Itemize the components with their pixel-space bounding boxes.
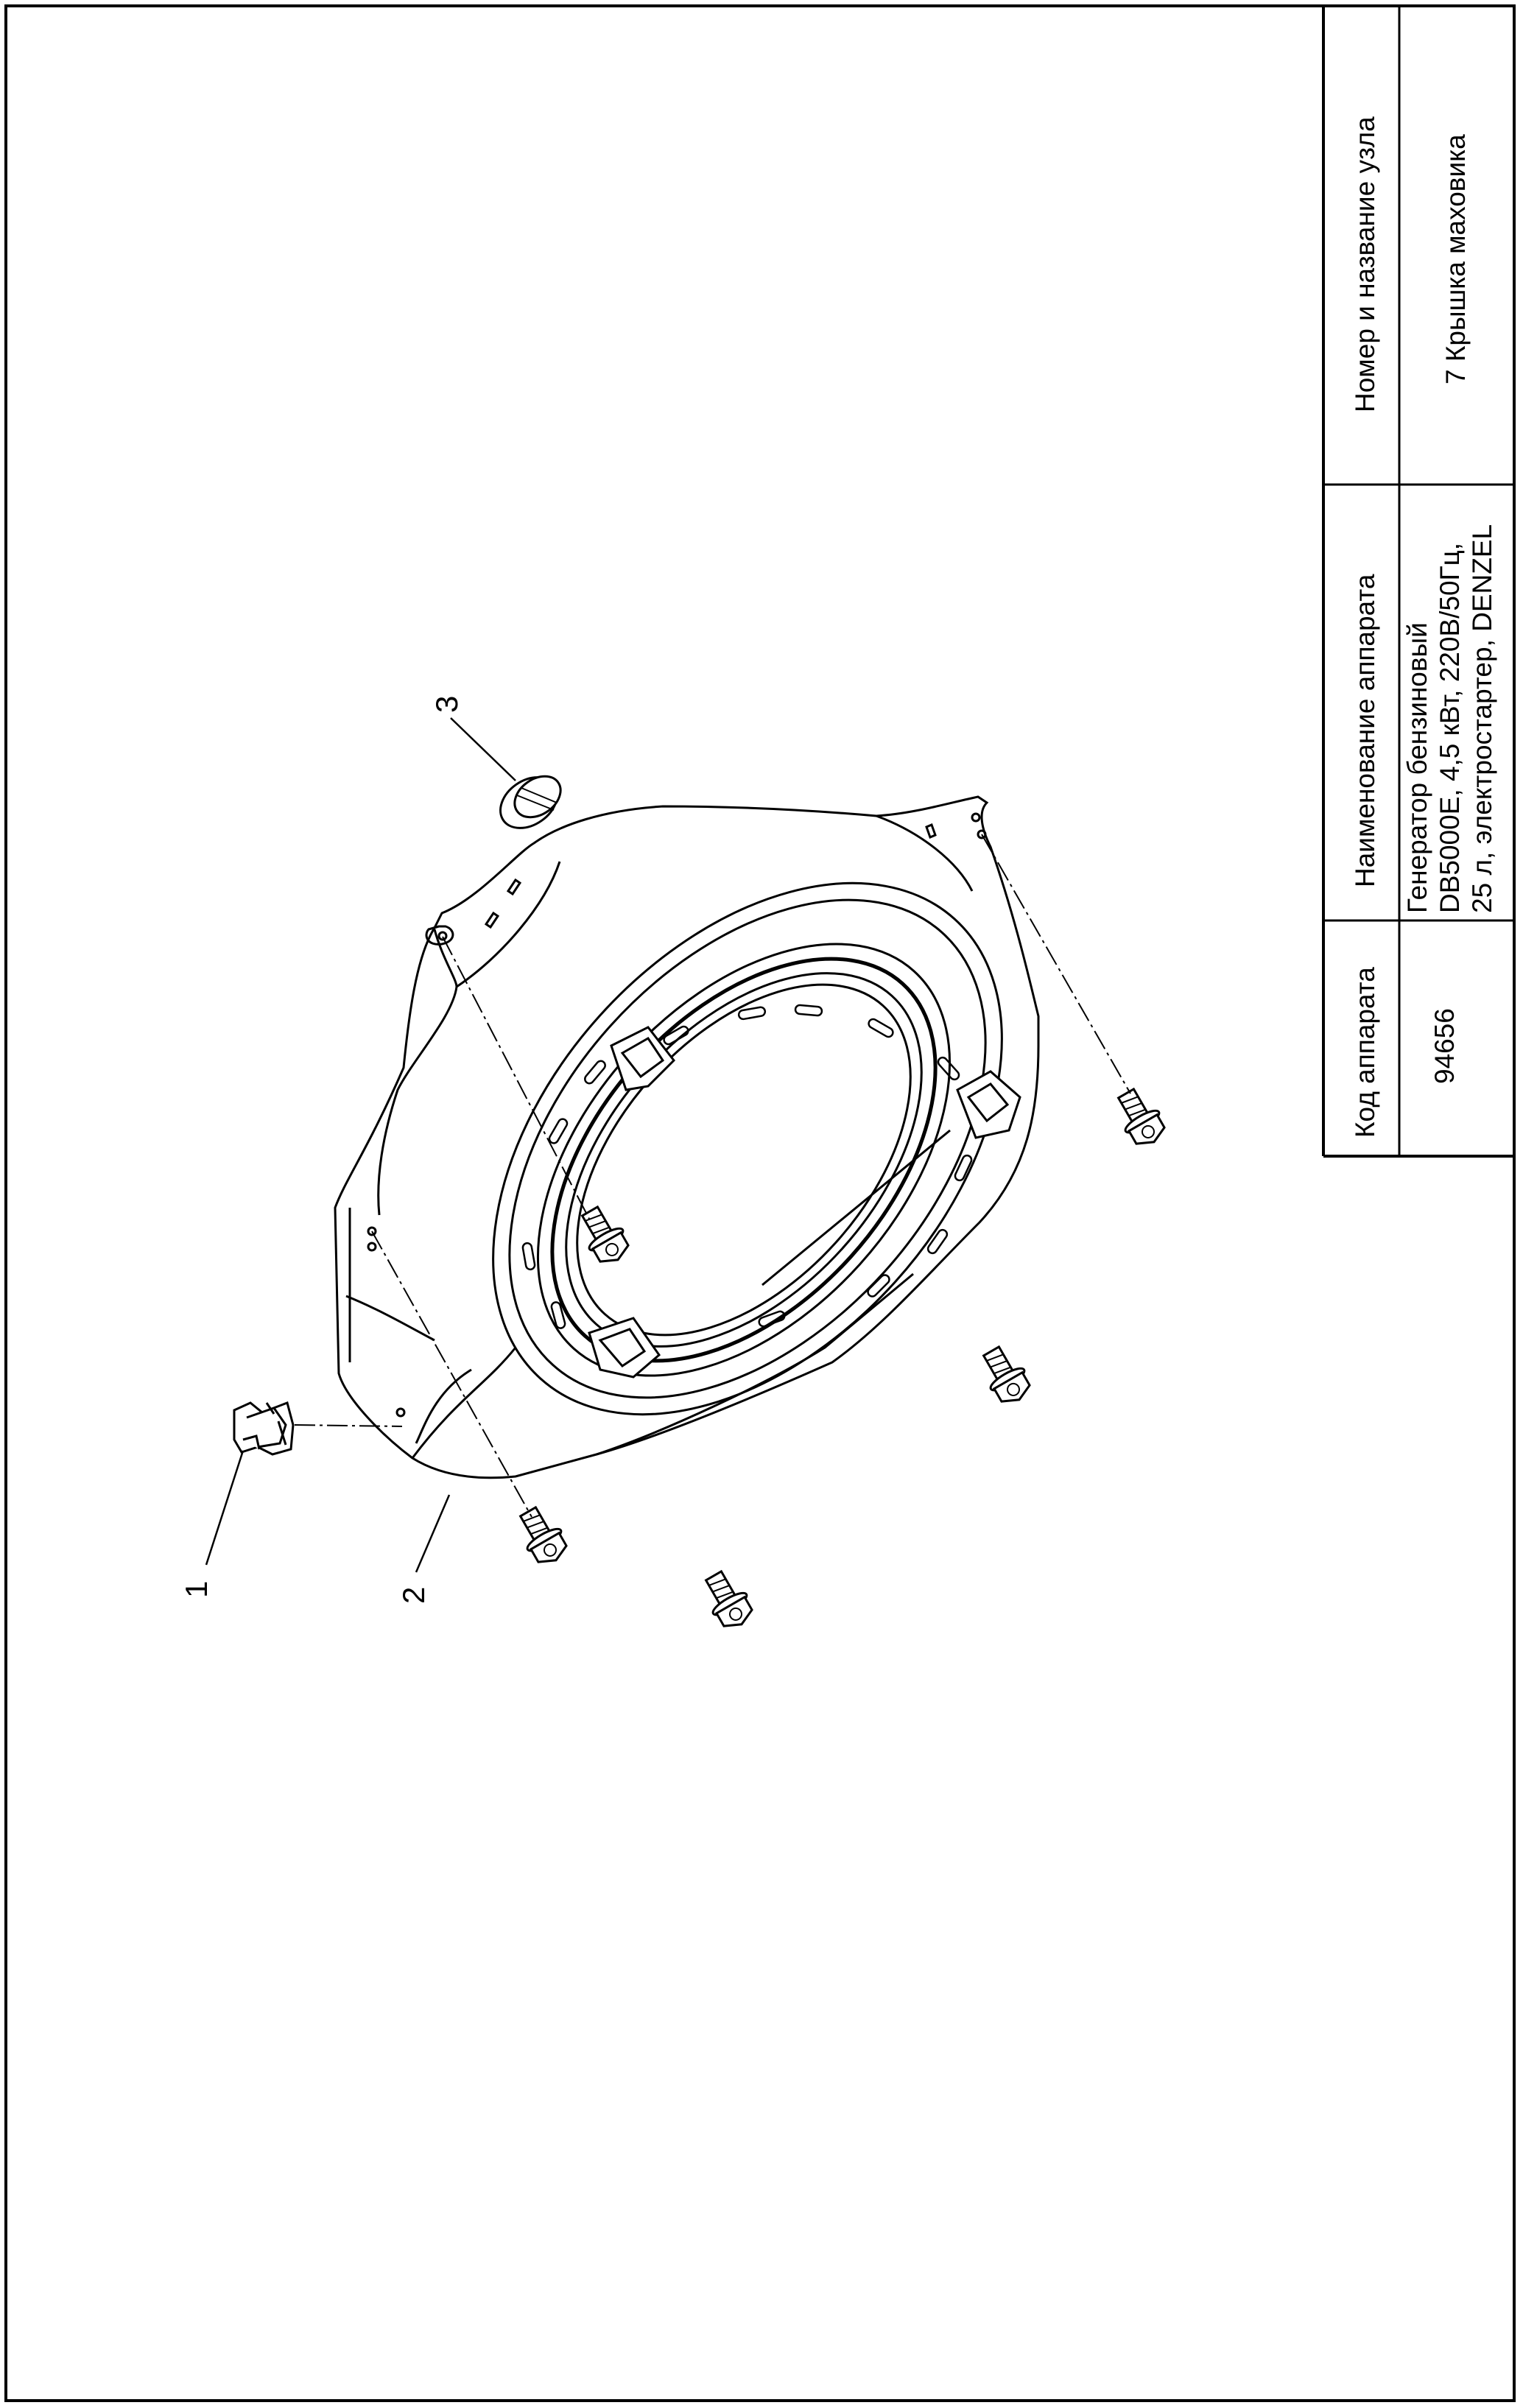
flywheel-cover-housing (334, 795, 1040, 1479)
plug-cap-part-3 (499, 775, 562, 829)
bolt-inner (571, 1200, 636, 1271)
bolt-upper-right (1108, 1082, 1172, 1153)
bolt-loose-right (973, 1340, 1038, 1411)
cover-ring-opening (492, 881, 1021, 1416)
callout-3: 3 (429, 695, 464, 713)
assembly-lines (294, 834, 1131, 1518)
callout-1: 1 (179, 1580, 214, 1598)
sheet-frame (4, 4, 1516, 2402)
bolt-lower-left (510, 1501, 574, 1571)
bolt-loose-bottom (695, 1565, 760, 1636)
leader-lines (205, 717, 516, 1573)
callout-2: 2 (396, 1586, 431, 1604)
clip-part-1 (233, 1401, 295, 1456)
